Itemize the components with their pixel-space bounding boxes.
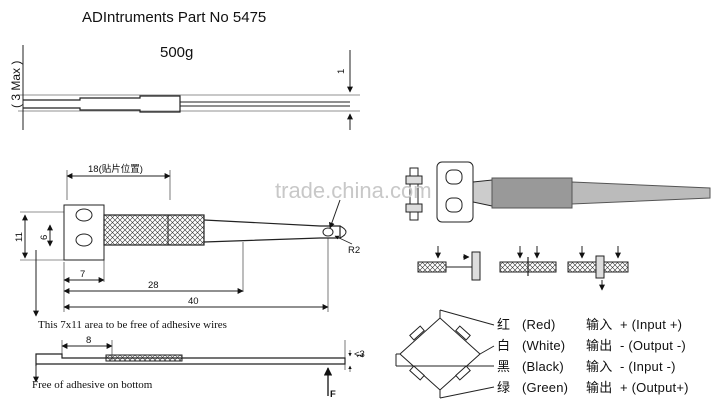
adhesive-wires-note: This 7x11 area to be free of adhesive wi… xyxy=(38,319,227,331)
side-view-top xyxy=(18,45,360,130)
wire-color-cn: 红 xyxy=(497,317,511,332)
wire-func-en: - (Input -) xyxy=(620,359,676,374)
bridge-circuit xyxy=(395,309,495,399)
wire-func-en: + (Output+) xyxy=(620,380,689,395)
wire-func-en: - (Output -) xyxy=(620,338,686,353)
wire-func-cn: 输入 xyxy=(586,317,613,332)
wire-func-cn: 输出 xyxy=(586,380,613,395)
wire-color-en: (Red) xyxy=(522,317,556,332)
wire-color-cn: 绿 xyxy=(497,380,511,395)
wire-func-cn: 输出 xyxy=(586,338,613,353)
bottom-adhesive-note: Free of adhesive on bottom xyxy=(32,379,153,391)
plan-view xyxy=(20,170,353,317)
dim-lt3-label: <3 xyxy=(354,349,365,360)
max-thickness-label: ( 3 Max ) xyxy=(9,60,23,108)
dim-7-label: 7 xyxy=(80,269,86,280)
dim-8-label: 8 xyxy=(86,335,92,346)
wire-color-en: (Green) xyxy=(522,380,569,395)
part-images xyxy=(405,161,711,291)
watermark: trade.china.com xyxy=(275,178,432,203)
dim-6-label: 6 xyxy=(39,234,50,240)
force-label: F xyxy=(330,389,336,400)
wire-func-cn: 输入 xyxy=(586,359,613,374)
dim-11-label: 11 xyxy=(14,232,25,242)
wire-color-cn: 黑 xyxy=(497,359,511,374)
side-view-bottom xyxy=(33,340,352,396)
wire-color-en: (White) xyxy=(522,338,566,353)
thickness-1-label: 1 xyxy=(336,68,347,74)
dim-40-label: 40 xyxy=(188,296,199,307)
dim-28-label: 28 xyxy=(148,280,159,291)
wire-func-en: + (Input +) xyxy=(620,317,683,332)
weight-label: 500g xyxy=(160,44,194,61)
part-title: ADIntruments Part No 5475 xyxy=(82,9,267,26)
wire-color-en: (Black) xyxy=(522,359,564,374)
mounting-diagrams xyxy=(417,246,629,291)
dim-18-label: 18(贴片位置) xyxy=(88,164,143,175)
wire-color-cn: 白 xyxy=(497,338,511,353)
dim-r2-label: R2 xyxy=(348,245,361,256)
